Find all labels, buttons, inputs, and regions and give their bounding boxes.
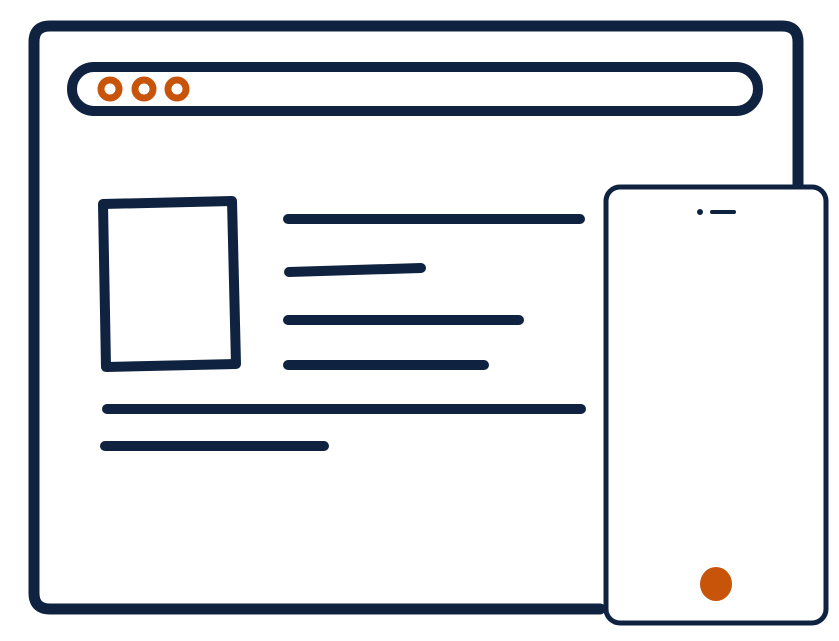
browser-window bbox=[28, 20, 804, 615]
phone-body bbox=[603, 184, 829, 626]
text-line bbox=[284, 263, 426, 277]
address-bar bbox=[67, 62, 763, 116]
image-placeholder-icon bbox=[98, 196, 241, 372]
window-controls bbox=[97, 76, 190, 102]
phone bbox=[603, 184, 829, 626]
window-control-dot bbox=[164, 76, 190, 102]
window-control-dot bbox=[131, 76, 157, 102]
camera-icon bbox=[697, 209, 703, 215]
browser-frame bbox=[28, 20, 804, 615]
home-button-icon bbox=[700, 567, 732, 601]
window-control-dot bbox=[97, 76, 123, 102]
